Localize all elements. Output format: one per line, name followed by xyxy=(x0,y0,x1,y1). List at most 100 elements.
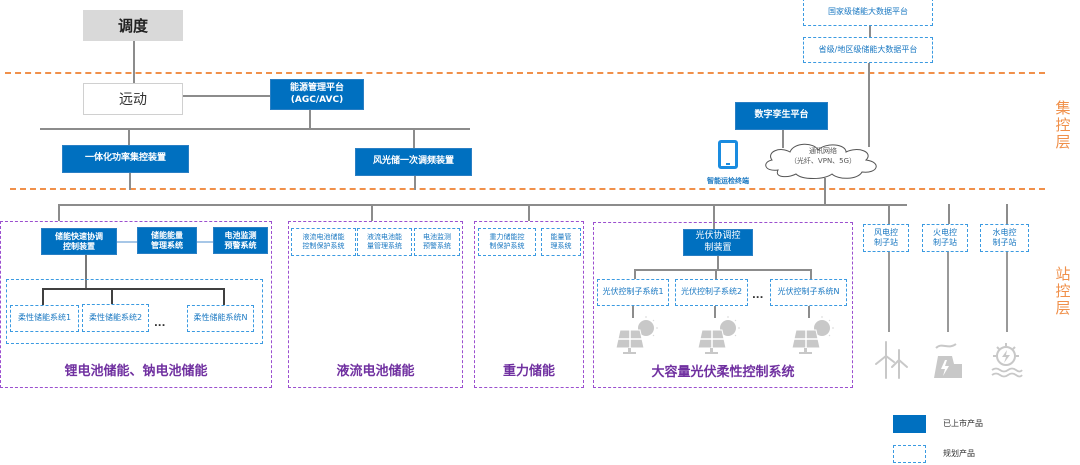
label: 省级/地区级储能大数据平台 xyxy=(818,44,918,54)
label: 一体化功率集控装置 xyxy=(84,153,166,164)
dispatch-label: 调度 xyxy=(117,17,148,35)
connector xyxy=(111,288,113,305)
flexible-storage-system-1: 柔性储能系统1 xyxy=(10,305,79,332)
dispatch-box: 调度 xyxy=(83,10,183,41)
ellipsis: ... xyxy=(154,318,165,329)
label: 光伏控制子系统N xyxy=(777,287,840,297)
thermal-power-substation: 火电控 制子站 xyxy=(922,224,968,252)
flow-battery-monitoring: 电池监测 预警系统 xyxy=(414,228,460,256)
bus-line-centralized xyxy=(40,128,470,130)
solar-panel-icon xyxy=(615,316,658,354)
label-line2: 制装置 xyxy=(704,242,732,253)
network-cloud-icon xyxy=(765,143,877,179)
thermal-plant-icon xyxy=(934,343,962,378)
label-line2: 预警系统 xyxy=(224,240,257,250)
label-line1: 储能能量 xyxy=(151,230,183,240)
label: 数字孪生平台 xyxy=(754,110,809,121)
connector xyxy=(1006,252,1008,332)
telecontrol-label: 远动 xyxy=(119,92,147,108)
solar-panel-icon xyxy=(697,316,740,354)
layer-label-station: 站控层 xyxy=(1055,266,1071,317)
label-line2: 理系统 xyxy=(550,242,572,250)
digital-twin-platform: 数字孪生平台 xyxy=(735,102,828,130)
label-line1: 水电控 xyxy=(992,227,1017,237)
connector xyxy=(824,178,826,204)
connector xyxy=(1006,204,1008,224)
network-label-line2: （光纤、VPN、5G） xyxy=(789,157,857,165)
label-line2: 管理系统 xyxy=(151,240,183,250)
connector xyxy=(133,41,135,83)
connector xyxy=(413,128,415,148)
label-line2: 制子站 xyxy=(874,238,898,247)
ellipsis: ... xyxy=(752,290,763,301)
connector xyxy=(714,306,716,318)
label-line2: 控制保护系统 xyxy=(302,242,345,250)
legend-listed-swatch xyxy=(893,415,926,433)
label-line1: 电池监测 xyxy=(423,232,451,241)
connector xyxy=(888,204,890,224)
lithium-sodium-storage-group: 锂电池储能、钠电池储能 xyxy=(0,221,272,388)
connector xyxy=(634,269,636,279)
label-line2: 制子站 xyxy=(992,238,1017,247)
legend: 已上市产品 规划产品 xyxy=(893,412,1073,463)
connector xyxy=(715,269,717,279)
gravity-control-protection: 重力储能控 制保护系统 xyxy=(478,228,536,256)
wind-power-substation: 风电控 制子站 xyxy=(863,224,909,252)
pv-coordination-controller: 光伏协调控 制装置 xyxy=(683,229,753,256)
fast-coordination-controller: 储能快速协调 控制装置 xyxy=(41,228,117,255)
connector xyxy=(808,306,810,318)
connector xyxy=(632,306,634,318)
label: 智能运检终端 xyxy=(707,177,749,185)
network-label-line1: 通讯网络 xyxy=(809,147,837,155)
wind-solar-freq-device: 风光储一次调频装置 xyxy=(355,148,472,176)
tablet-button xyxy=(726,163,730,165)
connector xyxy=(713,204,715,230)
solar-panel-icon xyxy=(791,316,834,354)
national-bigdata-platform: 国家级储能大数据平台 xyxy=(803,0,933,26)
label-line2: 预警系统 xyxy=(423,242,451,250)
gravity-storage-group: 重力储能 xyxy=(474,221,584,388)
group-title: 重力储能 xyxy=(502,364,555,379)
pv-control-subsystem-1: 光伏控制子系统1 xyxy=(597,279,669,306)
hydro-plant-icon xyxy=(991,343,1023,378)
label: 光伏控制子系统1 xyxy=(602,287,664,297)
connector xyxy=(948,204,950,224)
label-line1: 能量管 xyxy=(550,232,572,241)
label-line1: 火电控 xyxy=(933,227,957,237)
connector xyxy=(128,128,130,145)
platform-label-line2: (AGC/AVC) xyxy=(290,94,344,105)
ellipsis-text: ... xyxy=(154,318,166,329)
provincial-bigdata-platform: 省级/地区级储能大数据平台 xyxy=(803,37,933,63)
label: 国家级储能大数据平台 xyxy=(828,6,908,16)
layer-divider-middle xyxy=(10,188,1045,190)
connector xyxy=(717,256,719,269)
layer-divider-top xyxy=(5,72,1045,74)
layer-label-text: 集控层 xyxy=(1055,99,1071,151)
legend-listed-label: 已上市产品 xyxy=(943,419,983,428)
label: 柔性储能系统N xyxy=(193,313,248,323)
connector xyxy=(888,252,890,332)
label-line1: 光伏协调控 xyxy=(695,231,741,242)
flexible-storage-subgroup xyxy=(6,279,263,344)
flow-battery-storage-group: 液流电池储能 xyxy=(288,221,463,388)
ellipsis-text: ... xyxy=(752,290,764,301)
flexible-storage-system-n: 柔性储能系统N xyxy=(187,305,254,332)
label: 柔性储能系统1 xyxy=(17,313,72,323)
telecontrol-box: 远动 xyxy=(83,83,183,115)
pv-control-subsystem-2: 光伏控制子系统2 xyxy=(675,279,748,306)
legend-planned-label: 规划产品 xyxy=(943,449,975,458)
label-line1: 液流电池能 xyxy=(367,232,402,241)
connector xyxy=(869,26,871,37)
connector xyxy=(414,176,416,190)
connector xyxy=(309,110,311,129)
label-line2: 制保护系统 xyxy=(489,242,525,250)
connector xyxy=(868,63,870,147)
pv-control-subsystem-n: 光伏控制子系统N xyxy=(770,279,847,306)
legend-planned-swatch xyxy=(893,445,926,463)
connector xyxy=(85,255,87,289)
label-line1: 储能快速协调 xyxy=(55,231,103,241)
energy-management-system: 储能能量 管理系统 xyxy=(137,227,197,254)
connector xyxy=(634,269,811,271)
network-cloud-label: 通讯网络 （光纤、VPN、5G） xyxy=(758,146,888,166)
battery-monitoring-system: 电池监测 预警系统 xyxy=(213,227,268,254)
